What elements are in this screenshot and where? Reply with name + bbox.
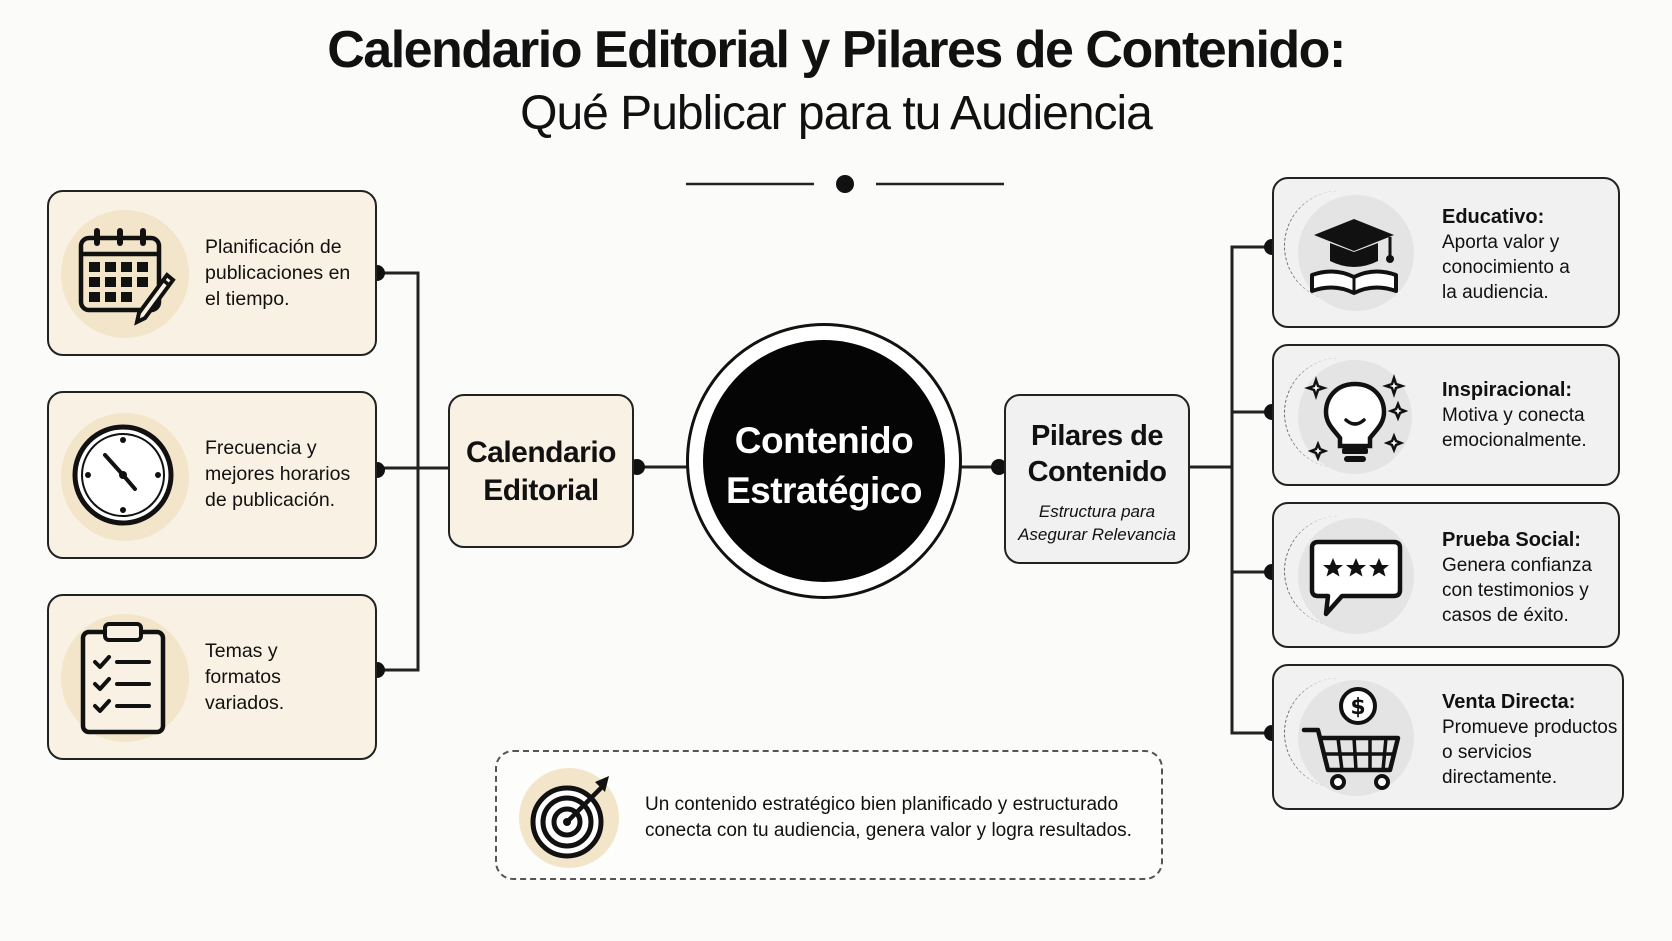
summary-box: Un contenido estratégico bien planificad… bbox=[495, 750, 1163, 880]
page-title: Calendario Editorial y Pilares de Conten… bbox=[327, 21, 1346, 79]
left-item-line: Frecuencia y bbox=[205, 437, 317, 459]
contenido-estrategico-node: Contenido Estratégico bbox=[686, 323, 962, 599]
pillar-desc-line: con testimonios y bbox=[1442, 580, 1589, 601]
pillar-desc-line: casos de éxito. bbox=[1442, 605, 1569, 626]
pilares-sub-1: Estructura para bbox=[1038, 502, 1156, 521]
left-item-line: Planificación de bbox=[205, 236, 342, 258]
speech-bubble-stars-icon bbox=[1298, 518, 1414, 634]
pillar-desc-line: conocimiento a bbox=[1442, 257, 1570, 278]
pilares-sub-2: Asegurar Relevancia bbox=[1018, 525, 1176, 544]
summary-line-2: conecta con tu audiencia, genera valor y… bbox=[645, 820, 1132, 841]
pillar-prueba-social: Prueba Social: Genera confianza con test… bbox=[1272, 502, 1620, 648]
calendar-icon bbox=[61, 210, 189, 338]
lightbulb-icon bbox=[1298, 360, 1412, 474]
left-item-line: mejores horarios bbox=[205, 463, 351, 485]
pillar-desc-line: Aporta valor y bbox=[1442, 232, 1560, 253]
calendario-line-2: Editorial bbox=[483, 474, 599, 507]
graduation-cap-book-icon bbox=[1298, 195, 1414, 311]
summary-line-1: Un contenido estratégico bien planificad… bbox=[645, 794, 1119, 815]
pillar-desc-line: Promueve productos bbox=[1442, 717, 1618, 738]
connector-dot bbox=[991, 459, 1007, 475]
left-item-line: el tiempo. bbox=[205, 288, 290, 310]
left-item-line: publicaciones en bbox=[205, 262, 351, 284]
pillar-desc-line: o servicios bbox=[1442, 742, 1532, 763]
center-line-1: Contenido bbox=[734, 420, 914, 461]
svg-text:$: $ bbox=[1350, 695, 1365, 720]
pillar-inspiracional: Inspiracional: Motiva y conecta emociona… bbox=[1272, 344, 1620, 486]
pillar-desc-line: Genera confianza bbox=[1442, 555, 1592, 576]
pillar-desc-line: emocionalmente. bbox=[1442, 430, 1587, 451]
pillar-title: Prueba Social: bbox=[1442, 529, 1581, 551]
calendario-line-1: Calendario bbox=[465, 436, 617, 469]
left-item-line: variados. bbox=[205, 692, 285, 714]
shopping-cart-dollar-icon: $ bbox=[1298, 680, 1414, 796]
left-item-line: de publicación. bbox=[205, 489, 336, 511]
left-item-line: Temas y bbox=[205, 640, 278, 662]
title-divider-dot bbox=[836, 175, 854, 193]
page-subtitle: Qué Publicar para tu Audiencia bbox=[520, 87, 1153, 140]
pillar-desc-line: Motiva y conecta bbox=[1442, 405, 1585, 426]
pilares-line-2: Contenido bbox=[1027, 456, 1167, 488]
pillar-venta-directa: $ Venta Directa: Promueve productos o se… bbox=[1272, 664, 1624, 810]
pilares-line-1: Pilares de bbox=[1030, 420, 1164, 452]
right-bracket-line bbox=[1230, 245, 1272, 735]
pillar-desc-line: la audiencia. bbox=[1442, 282, 1549, 303]
left-item-planning: Planificación de publicaciones en el tie… bbox=[47, 190, 377, 356]
left-item-topics: Temas y formatos variados. bbox=[47, 594, 377, 760]
calendario-editorial-node: Calendario Editorial bbox=[448, 394, 634, 548]
left-bracket-line bbox=[377, 271, 420, 672]
clipboard-checklist-icon bbox=[61, 614, 189, 742]
center-line-2: Estratégico bbox=[725, 470, 923, 511]
left-item-frequency: Frecuencia y mejores horarios de publica… bbox=[47, 391, 377, 559]
pillar-title: Inspiracional: bbox=[1442, 379, 1573, 401]
left-item-line: formatos bbox=[205, 666, 281, 688]
pillar-title: Venta Directa: bbox=[1442, 691, 1576, 713]
pillar-desc-line: directamente. bbox=[1442, 767, 1558, 788]
pillar-title: Educativo: bbox=[1442, 206, 1545, 228]
target-arrow-icon bbox=[519, 768, 619, 868]
clock-icon bbox=[61, 413, 189, 541]
pillar-educativo: Educativo: Aporta valor y conocimiento a… bbox=[1272, 177, 1620, 328]
pilares-contenido-node: Pilares de Contenido Estructura para Ase… bbox=[1004, 394, 1190, 564]
